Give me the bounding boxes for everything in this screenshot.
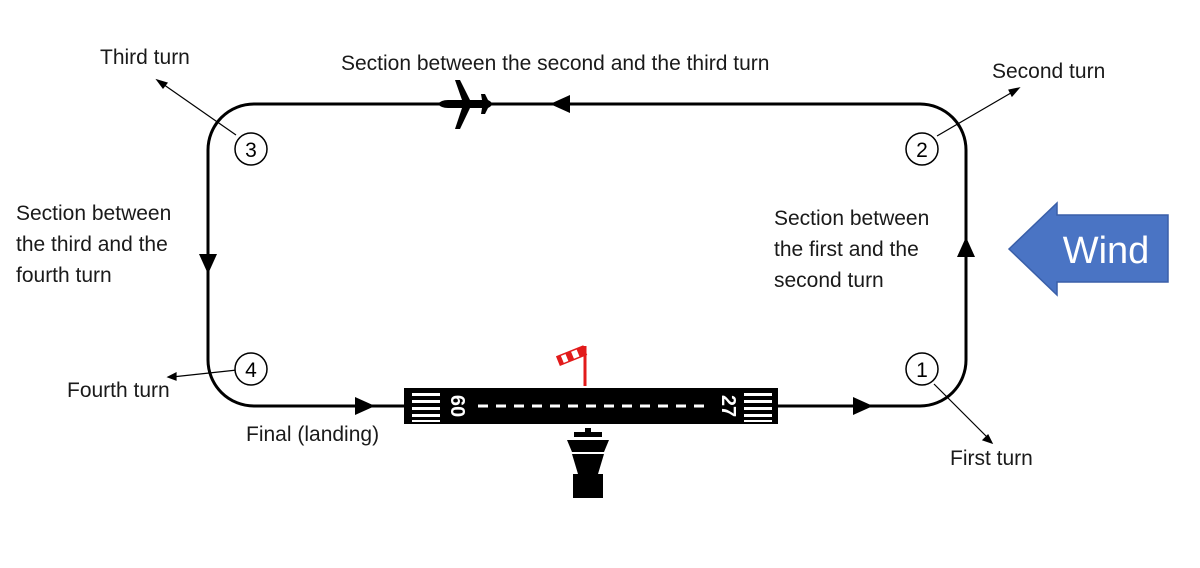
wind-arrow: Wind (1007, 201, 1169, 297)
direction-arrow-final (355, 397, 375, 415)
turn-marker-1: 1 (905, 352, 939, 386)
label-first-turn: First turn (950, 447, 1033, 470)
threshold-markings-left (412, 393, 440, 422)
svg-text:3: 3 (245, 139, 257, 162)
airplane-icon (438, 80, 492, 129)
direction-arrow-upwind (853, 397, 873, 415)
label-final: Final (landing) (246, 423, 380, 446)
turn-marker-4: 4 (234, 352, 268, 386)
runway-designator-27: 27 (717, 395, 739, 417)
label-section-3-4: Section between the third and the fourth… (16, 198, 171, 291)
label-section-1-2-line-1: Section between (774, 207, 930, 230)
windsock-icon (555, 345, 588, 386)
direction-arrow-crosswind (957, 237, 975, 257)
label-second-turn: Second turn (992, 60, 1106, 83)
wind-label: Wind (1063, 230, 1150, 272)
svg-text:2: 2 (916, 139, 928, 162)
leader-third-turn (159, 81, 237, 136)
label-section-1-2-line-3: second turn (774, 269, 884, 292)
leader-first-turn (933, 383, 991, 441)
turn-marker-2: 2 (905, 132, 939, 166)
svg-text:4: 4 (245, 359, 257, 382)
label-section-1-2-line-2: the first and the (774, 238, 919, 261)
svg-text:1: 1 (916, 359, 928, 382)
label-fourth-turn: Fourth turn (67, 379, 170, 402)
control-tower-icon (567, 428, 609, 498)
label-section-2-3: Section between the second and the third… (341, 52, 770, 75)
runway-designator-09: 09 (448, 395, 470, 417)
direction-arrow-downwind (550, 95, 570, 113)
label-section-3-4-line-3: fourth turn (16, 264, 112, 287)
label-third-turn: Third turn (100, 46, 190, 69)
label-section-3-4-line-1: Section between (16, 202, 172, 225)
label-section-3-4-line-2: the third and the (16, 233, 168, 256)
leader-second-turn (936, 89, 1017, 137)
direction-arrow-base (199, 254, 217, 274)
turn-marker-3: 3 (234, 132, 268, 166)
label-section-1-2: Section between the first and the second… (774, 203, 929, 296)
threshold-markings-right (744, 393, 772, 422)
runway: 09 27 (404, 388, 778, 424)
leader-fourth-turn (171, 369, 238, 378)
